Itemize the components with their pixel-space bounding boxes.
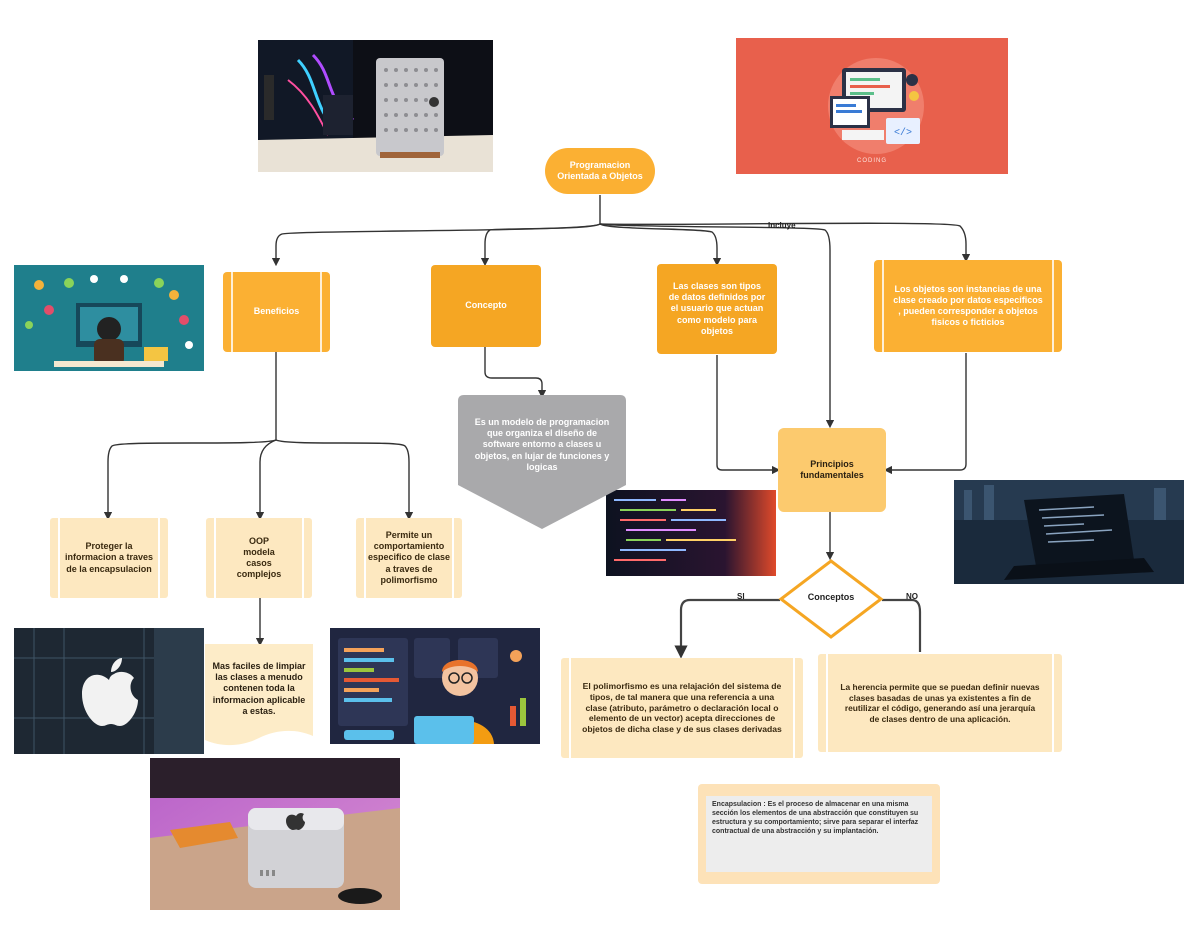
- svg-text:</>: </>: [894, 127, 912, 139]
- diamond-shape: [778, 559, 884, 639]
- objetos-label: Los objetos son instancias de una clase …: [893, 283, 1043, 328]
- beneficios-label: Beneficios: [253, 306, 300, 317]
- beneficios-node[interactable]: Beneficios: [223, 272, 330, 352]
- edge-benefit-2: [255, 439, 277, 521]
- encapsulacion-note[interactable]: Encapsulacion : Es el proceso de almacen…: [698, 784, 940, 884]
- coding-caption: CODING: [857, 158, 887, 164]
- edge-concepto-def: [484, 346, 547, 399]
- developer-illustration: [330, 628, 540, 744]
- principios-node[interactable]: Principios fundamentales: [778, 428, 886, 512]
- clases-label: Las clases son tipos de datos definidos …: [668, 280, 766, 336]
- concepto-definition-node[interactable]: Es un modelo de programacion que organiz…: [458, 395, 626, 529]
- benefit-node-3[interactable]: Permite un comportamiento especifico de …: [356, 518, 462, 598]
- benefit-node-1[interactable]: Proteger la informacion a traves de la e…: [50, 518, 168, 598]
- mas-faciles-node[interactable]: Mas faciles de limpiar las clases a menu…: [205, 644, 313, 750]
- concepto-label: Concepto: [465, 300, 507, 311]
- encapsulacion-inner: Encapsulacion : Es el proceso de almacen…: [706, 796, 932, 872]
- concepto-node[interactable]: Concepto: [431, 265, 541, 347]
- edge-principios-long: [599, 223, 835, 429]
- document-shape: [205, 644, 313, 746]
- code-screen-photo: [606, 490, 776, 576]
- edge-objetos: [599, 222, 971, 263]
- benefit-label-3: Permite un comportamiento especifico de …: [367, 529, 451, 585]
- encapsulacion-text: Encapsulacion : Es el proceso de almacen…: [712, 801, 919, 836]
- concepto-definition-label: Es un modelo de programacion que organiz…: [474, 416, 610, 472]
- conceptos-label: Conceptos: [807, 592, 855, 602]
- root-node[interactable]: Programacion Orientada a Objetos: [545, 148, 655, 194]
- programmer-illustration: [14, 265, 204, 371]
- pentagon-shape: [458, 395, 626, 529]
- polimorfismo-node[interactable]: El polimorfismo es una relajación del si…: [561, 658, 803, 758]
- coding-illustration: </> CODING: [736, 38, 1008, 174]
- herencia-label: La herencia permite que se puedan defini…: [840, 682, 1040, 724]
- edge-label-no: NO: [906, 592, 918, 601]
- edge-beneficios: [271, 223, 601, 267]
- conceptos-decision-node[interactable]: Conceptos: [778, 558, 884, 640]
- apple-store-photo: [14, 628, 204, 754]
- edge-label-si: SI: [737, 592, 745, 601]
- principios-label: Principios fundamentales: [800, 458, 864, 480]
- benefit-label-1: Proteger la informacion a traves de la e…: [64, 541, 154, 574]
- herencia-node[interactable]: La herencia permite que se puedan defini…: [818, 654, 1062, 752]
- edge-benefit-1: [103, 439, 277, 521]
- root-label: Programacion Orientada a Objetos: [557, 159, 643, 181]
- clases-node[interactable]: Las clases son tipos de datos definidos …: [657, 264, 777, 354]
- benefit-node-2[interactable]: OOP modela casos complejos: [206, 518, 312, 598]
- benefit-label-2: OOP modela casos complejos: [236, 535, 282, 580]
- edge-benefit-3: [275, 439, 414, 521]
- mac-studio-photo: [150, 758, 400, 910]
- polimorfismo-label: El polimorfismo es una relajación del si…: [582, 681, 782, 735]
- mas-faciles-label: Mas faciles de limpiar las clases a menu…: [212, 660, 306, 716]
- edge-no: [882, 598, 922, 652]
- objetos-node[interactable]: Los objetos son instancias de una clase …: [874, 260, 1062, 352]
- edge-label-incluye: Incluye: [768, 221, 796, 230]
- edge-objetos-principios: [883, 353, 967, 475]
- edge-concepto: [480, 223, 601, 267]
- edge-clases: [599, 223, 722, 267]
- mac-pro-photo: [258, 40, 493, 172]
- edge-clases-principios: [716, 355, 781, 475]
- edge-si: [674, 598, 780, 659]
- laptop-dark-photo: [954, 480, 1184, 584]
